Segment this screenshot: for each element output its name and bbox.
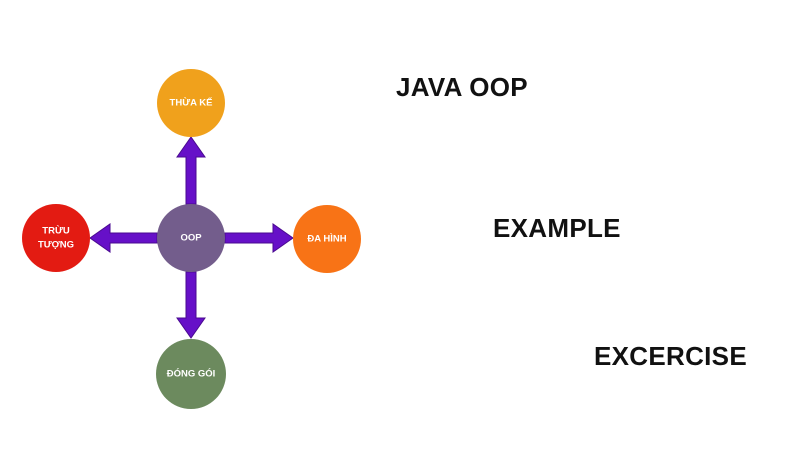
node-abstraction-label-line2: TƯỢNG: [38, 240, 74, 251]
heading-java-oop: JAVA OOP: [396, 72, 528, 102]
heading-exercise: EXCERCISE: [594, 341, 747, 371]
node-encapsulation: ĐÓNG GÓI: [156, 339, 226, 409]
arrow-to-encapsulation: [176, 271, 206, 339]
node-inheritance-circle: [157, 69, 225, 137]
arrow-to-polymorphism: [224, 223, 294, 253]
node-abstraction: TRỪU TƯỢNG: [22, 204, 90, 272]
node-inheritance-label: THỪA KẾ: [170, 97, 213, 109]
node-abstraction-circle: [22, 204, 90, 272]
node-encapsulation-circle: [156, 339, 226, 409]
arrow-to-inheritance: [176, 136, 206, 205]
node-abstraction-label-line1: TRỪU: [42, 225, 70, 237]
node-oop: OOP: [157, 204, 225, 272]
heading-example: EXAMPLE: [493, 213, 621, 243]
arrows-group: [89, 136, 294, 339]
node-polymorphism-label: ĐA HÌNH: [307, 234, 346, 245]
node-oop-label: OOP: [180, 233, 202, 244]
node-polymorphism-circle: [293, 205, 361, 273]
node-encapsulation-label: ĐÓNG GÓI: [167, 368, 216, 380]
node-polymorphism: ĐA HÌNH: [293, 205, 361, 273]
arrow-to-abstraction: [89, 223, 158, 253]
node-oop-circle: [157, 204, 225, 272]
node-inheritance: THỪA KẾ: [157, 69, 225, 137]
